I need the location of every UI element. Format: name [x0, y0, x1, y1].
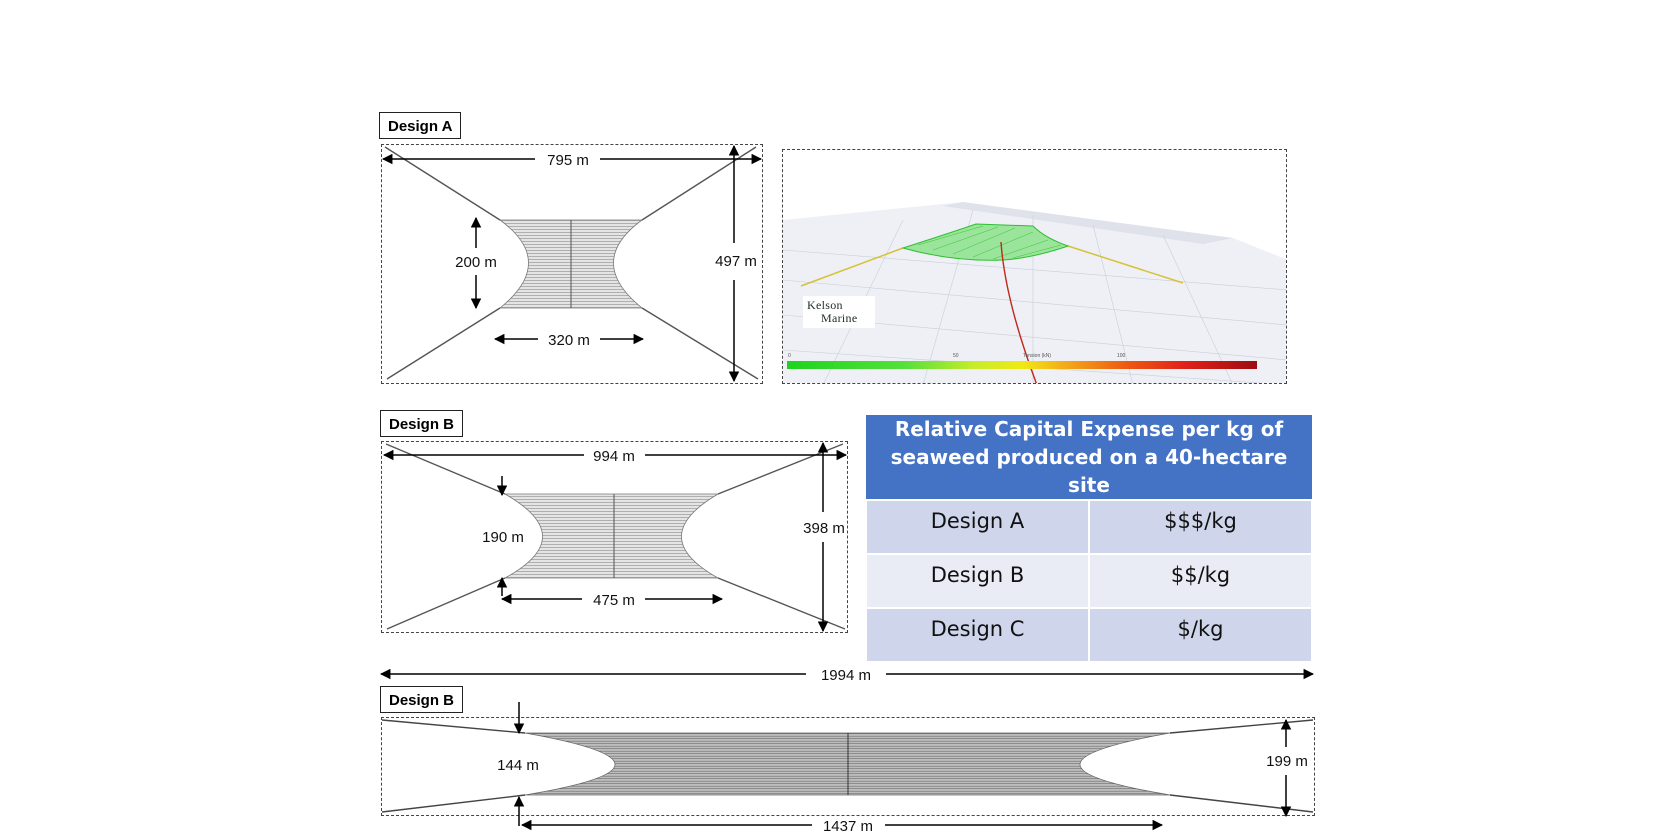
table-cell-cost: $/kg — [1088, 607, 1313, 663]
table-cell-design: Design A — [865, 499, 1090, 555]
design-c-panel — [381, 717, 1315, 816]
design-c-overall-label: 1994 m — [821, 667, 871, 684]
design-c-height-label: 199 m — [1266, 753, 1308, 770]
design-a-panel — [381, 144, 763, 384]
design-a-label: Design A — [379, 112, 462, 139]
design-b-mooring-lines — [385, 443, 846, 630]
design-c-length-label: 1437 m — [823, 818, 873, 831]
table-cell-design: Design C — [865, 607, 1090, 663]
design-c-label: Design B — [380, 686, 464, 713]
design-b-label: Design B — [380, 410, 464, 437]
table-cell-cost: $$/kg — [1088, 553, 1313, 609]
design-a-length-label: 320 m — [548, 332, 590, 349]
render-mooring-lines — [800, 245, 1184, 287]
render-3d-panel: Kelson Marine 0 50 Tension (kN) 100 — [782, 149, 1287, 384]
table-cell-design: Design B — [865, 553, 1090, 609]
table-header: Relative Capital Expense per kg of seawe… — [866, 415, 1312, 500]
render-3d-scene — [783, 202, 1286, 383]
render-farm-mesh — [901, 223, 1070, 261]
design-b-length-label: 475 m — [593, 592, 635, 609]
design-a-waist-label: 200 m — [455, 254, 497, 271]
design-a-mooring-lines — [384, 146, 759, 380]
legend-tick-50: 50 — [953, 353, 959, 359]
design-b-waist-label: 190 m — [482, 529, 524, 546]
table-row: Design C $/kg — [865, 607, 1313, 663]
table-row: Design A $$$/kg — [865, 499, 1313, 555]
kelson-marine-logo: Kelson Marine — [803, 296, 875, 328]
legend-tick-100: 100 — [1117, 353, 1126, 359]
design-b-height-label: 398 m — [803, 520, 845, 537]
legend-title: Tension (kN) — [1023, 353, 1052, 359]
table-row: Design B $$/kg — [865, 553, 1313, 609]
capital-expense-table: Relative Capital Expense per kg of seawe… — [865, 415, 1313, 663]
tension-legend-bar — [787, 361, 1257, 369]
design-b-width-label: 994 m — [593, 448, 635, 465]
table-cell-cost: $$$/kg — [1088, 499, 1313, 555]
design-b-panel — [381, 441, 848, 633]
legend-tick-0: 0 — [788, 353, 791, 359]
design-a-height-label: 497 m — [715, 253, 757, 270]
design-a-width-label: 795 m — [547, 152, 589, 169]
design-c-mooring-lines — [381, 719, 1314, 813]
design-c-waist-label: 144 m — [497, 757, 539, 774]
